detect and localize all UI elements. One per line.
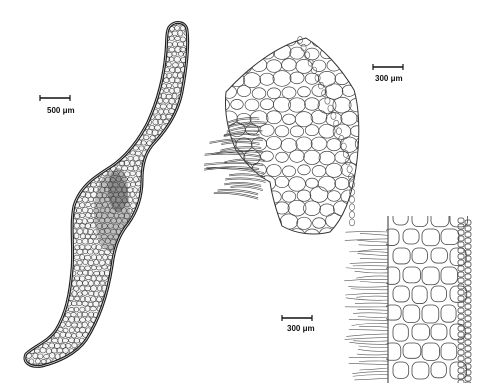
scale-bar-lower: 300 μm	[282, 315, 315, 333]
scale-bar-lower-label: 300 μm	[287, 324, 315, 333]
scale-bar-stem-label: 500 μm	[47, 106, 75, 115]
scale-bar-upper-label: 300 μm	[375, 74, 403, 83]
scale-bar-upper: 300 μm	[373, 64, 403, 83]
